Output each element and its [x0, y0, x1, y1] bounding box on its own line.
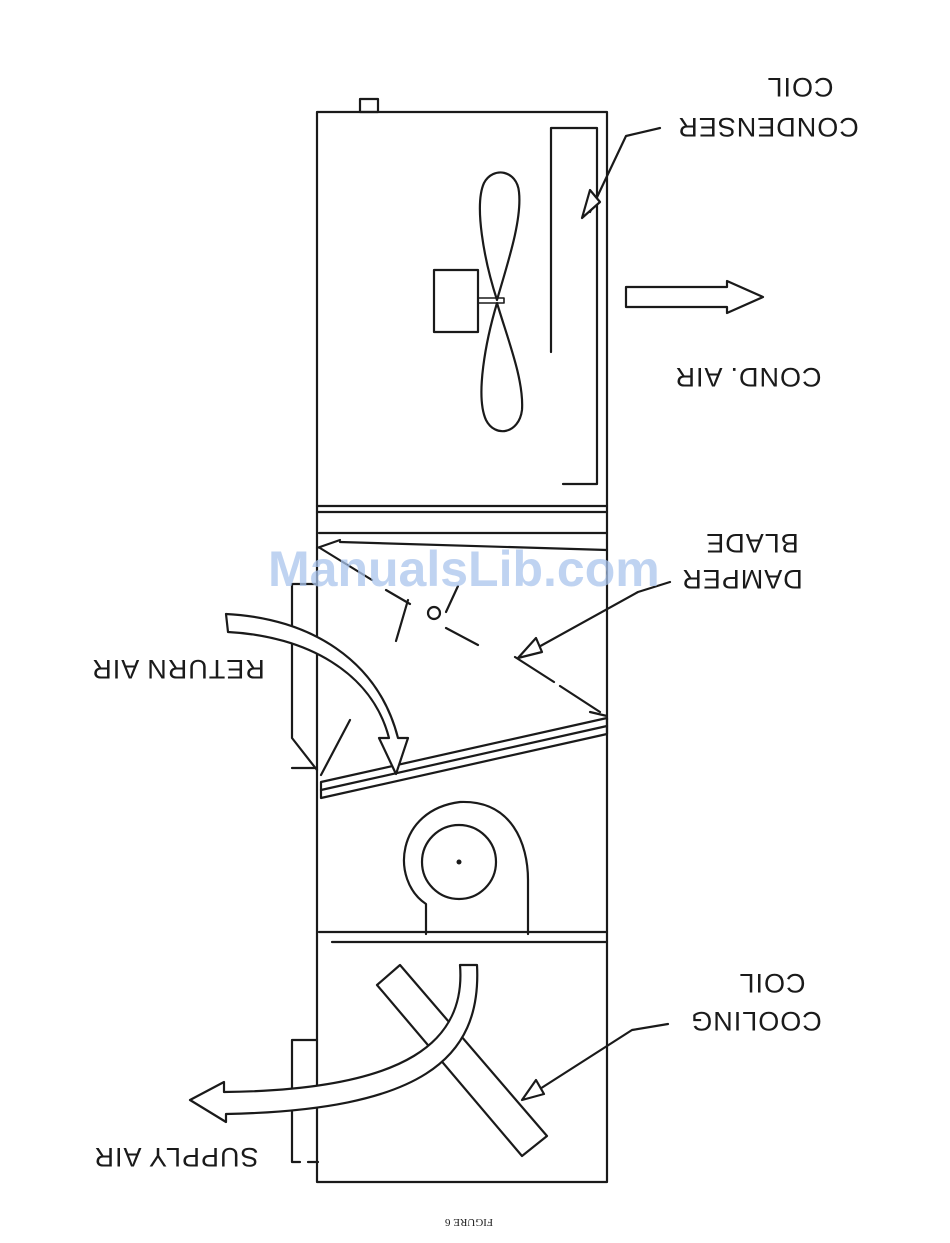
top-fitting — [360, 99, 378, 112]
cooling-leader-head — [522, 1080, 544, 1100]
cooling-label-line1: COOLING — [690, 1006, 822, 1036]
filter — [321, 718, 607, 798]
return-duct-outline — [292, 584, 317, 770]
watermark: ManualsLib.com — [268, 541, 660, 597]
damper-label-line2: BLADE — [705, 528, 799, 558]
condenser-leader — [590, 128, 660, 212]
figure-caption: FIGURE 6 — [445, 1216, 493, 1228]
cooling-leader — [532, 1024, 668, 1094]
damper-label-line1: DAMPER — [681, 564, 803, 594]
condenser-section — [434, 128, 597, 484]
condenser-coil — [551, 128, 597, 484]
condenser-label-line2: COIL — [766, 72, 833, 102]
fan-blade-bottom — [481, 303, 522, 431]
damper-pivot — [428, 607, 440, 619]
return-duct-vane — [321, 720, 350, 775]
fan-motor — [434, 270, 478, 332]
condenser-label-line1: CONDENSER — [677, 112, 859, 142]
blower-section — [319, 802, 607, 942]
arrows — [190, 128, 763, 1122]
damper-linkage-left — [396, 600, 408, 641]
cond-air-label: COND. AIR — [674, 362, 821, 392]
damper-stop — [590, 712, 607, 716]
return-air-label: RETURN AIR — [91, 654, 265, 684]
fan-shaft — [478, 298, 504, 303]
blower-hub — [457, 860, 462, 865]
labels: CONDENSER COIL COND. AIR DAMPER BLADE RE… — [91, 72, 859, 1228]
cond-air-arrow — [626, 281, 763, 313]
damper-leader-head — [518, 638, 542, 658]
cooling-label-line2: COIL — [738, 968, 805, 998]
supply-air-arrow — [190, 965, 477, 1122]
supply-air-label: SUPPLY AIR — [93, 1142, 258, 1172]
fan-blade-top — [480, 172, 519, 300]
